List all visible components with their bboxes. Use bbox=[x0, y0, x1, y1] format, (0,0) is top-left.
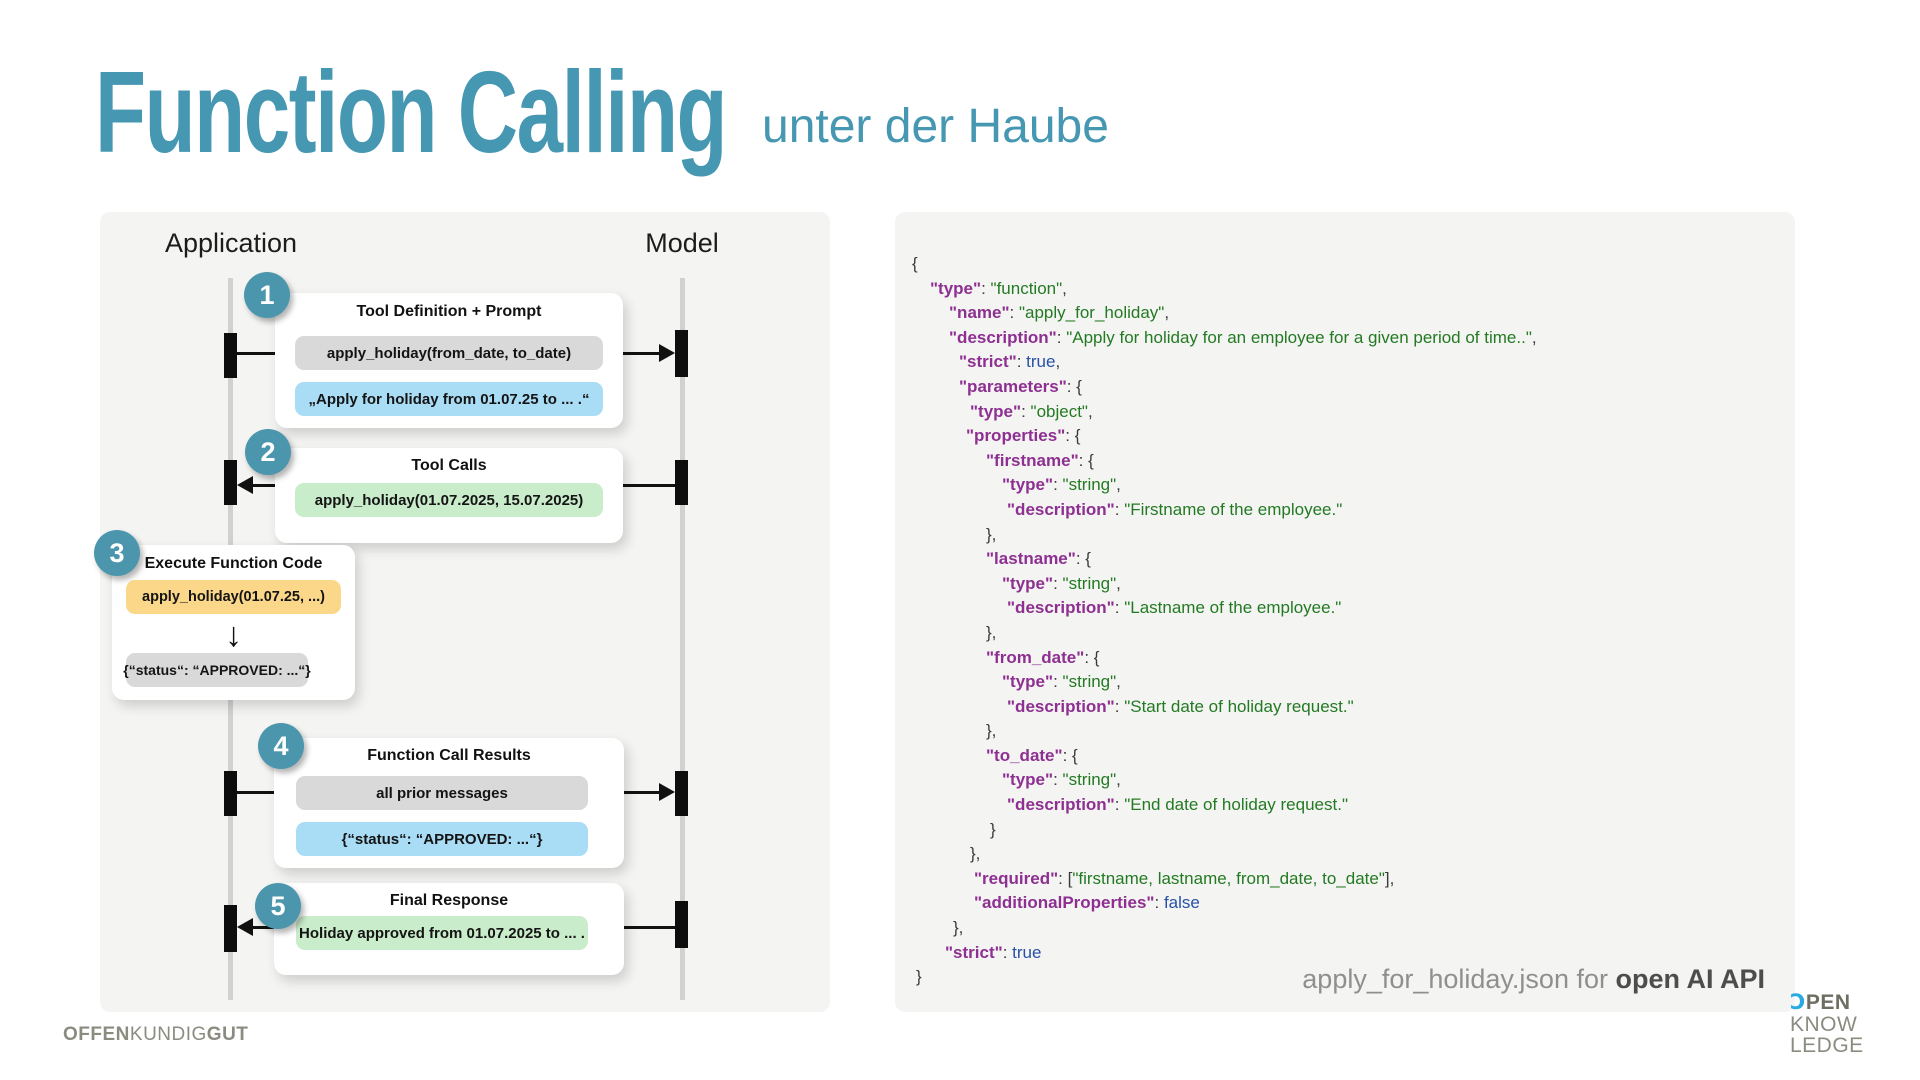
arrow-line-step1-left bbox=[237, 352, 275, 355]
step-3-result-box: {“status“: “APPROVED: ...“} bbox=[123, 653, 311, 687]
activation-bar-model-2 bbox=[675, 460, 688, 505]
code-line: "strict": true, bbox=[959, 352, 1061, 372]
arrow-line-step4-right bbox=[624, 791, 662, 794]
code-line: "parameters": { bbox=[959, 376, 1082, 396]
code-line: }, bbox=[953, 918, 964, 938]
code-line: "additionalProperties": false bbox=[974, 893, 1200, 913]
activation-bar-app-2 bbox=[224, 460, 237, 505]
step-1-title: Tool Definition + Prompt bbox=[356, 303, 542, 320]
arrow-line-step2-left bbox=[250, 484, 275, 487]
activation-bar-app-1 bbox=[224, 333, 237, 378]
code-line: "firstname": { bbox=[986, 450, 1094, 470]
code-caption-api: open AI API bbox=[1615, 964, 1765, 994]
code-line: "to_date": { bbox=[986, 745, 1078, 765]
code-line: "strict": true bbox=[945, 942, 1042, 962]
code-line: "type": "string", bbox=[1002, 770, 1121, 790]
code-line: }, bbox=[986, 721, 997, 741]
code-line: "description": "End date of holiday requ… bbox=[1007, 795, 1348, 815]
step-1-tool-box: apply_holiday(from_date, to_date) bbox=[295, 336, 603, 370]
arrow-left-icon-step2 bbox=[237, 476, 253, 494]
logo-pen: PEN bbox=[1805, 991, 1851, 1014]
activation-bar-model-4 bbox=[675, 771, 688, 816]
step-3-call-box: apply_holiday(01.07.25, ...) bbox=[126, 580, 341, 614]
code-line: }, bbox=[986, 524, 997, 544]
arrow-right-icon-step1 bbox=[659, 344, 675, 362]
page-title: Function Calling bbox=[95, 47, 728, 177]
step-4-status-box: {“status“: “APPROVED: ...“} bbox=[296, 822, 588, 856]
step-2-title: Tool Calls bbox=[411, 457, 487, 474]
code-caption-file: apply_for_holiday.json for bbox=[1302, 964, 1616, 994]
arrow-line-step2-right bbox=[623, 484, 675, 487]
logo-open-line: ƆPEN bbox=[1790, 990, 1864, 1014]
model-column-header: Model bbox=[645, 228, 719, 258]
code-line: "description": "Firstname of the employe… bbox=[1007, 499, 1343, 519]
step-2-toolcall-box: apply_holiday(01.07.2025, 15.07.2025) bbox=[295, 483, 603, 517]
step-card-4: Function Call Results all prior messages… bbox=[274, 738, 624, 868]
activation-bar-app-5 bbox=[224, 905, 237, 952]
application-column-header: Application bbox=[164, 228, 298, 258]
code-line: "from_date": { bbox=[986, 647, 1100, 667]
logo-left-part1: OFFEN bbox=[63, 1024, 130, 1045]
code-line: "description": "Lastname of the employee… bbox=[1007, 598, 1342, 618]
step-5-response-box: Holiday approved from 01.07.2025 to ... … bbox=[296, 916, 588, 950]
offenkundiggut-logo: OFFENKUNDIGGUT bbox=[63, 1024, 248, 1046]
logo-left-part2: KUNDIG bbox=[129, 1024, 207, 1045]
step-4-messages-box: all prior messages bbox=[296, 776, 588, 810]
code-line: "properties": { bbox=[966, 426, 1081, 446]
code-line: "required": ["firstname, lastname, from_… bbox=[974, 868, 1395, 888]
arrow-line-step1-right bbox=[623, 352, 662, 355]
step-badge-3: 3 bbox=[94, 530, 140, 576]
logo-o-icon: Ɔ bbox=[1790, 990, 1806, 1014]
arrow-line-step4-left bbox=[237, 791, 274, 794]
activation-bar-app-4 bbox=[224, 771, 237, 816]
step-badge-1: 1 bbox=[244, 272, 290, 318]
code-caption: apply_for_holiday.json for open AI API bbox=[1302, 964, 1765, 995]
step-card-5: Final Response Holiday approved from 01.… bbox=[274, 883, 624, 975]
code-line: "type": "object", bbox=[970, 401, 1093, 421]
json-code-panel bbox=[895, 212, 1795, 1012]
step-5-title: Final Response bbox=[389, 892, 509, 909]
step-badge-5: 5 bbox=[255, 883, 301, 929]
logo-know-line: KNOW bbox=[1790, 1012, 1858, 1036]
code-line: }, bbox=[986, 622, 997, 642]
code-line: "type": "string", bbox=[1002, 672, 1121, 692]
code-line: "description": "Apply for holiday for an… bbox=[949, 327, 1537, 347]
page-subtitle: unter der Haube bbox=[762, 100, 1109, 153]
code-line: { bbox=[912, 254, 918, 273]
code-block: { "type": "function", "name": "apply_for_h… bbox=[912, 252, 1772, 990]
code-line: "name": "apply_for_holiday", bbox=[949, 303, 1170, 323]
step-badge-4: 4 bbox=[258, 723, 304, 769]
step-card-1: Tool Definition + Prompt apply_holiday(f… bbox=[275, 293, 623, 428]
arrow-line-step5-right bbox=[624, 926, 675, 929]
code-line: "type": "function", bbox=[930, 278, 1067, 298]
step-1-prompt-box: „Apply for holiday from 01.07.25 to ... … bbox=[295, 382, 603, 416]
code-line: } bbox=[990, 819, 996, 839]
code-line: } bbox=[916, 967, 922, 987]
code-line: "description": "Start date of holiday re… bbox=[1007, 696, 1354, 716]
code-line: "type": "string", bbox=[1002, 475, 1121, 495]
step-card-2: Tool Calls apply_holiday(01.07.2025, 15.… bbox=[275, 448, 623, 543]
step-badge-2: 2 bbox=[245, 429, 291, 475]
openknowledge-logo: ƆPEN KNOW LEDGE bbox=[1790, 990, 1864, 1057]
step-card-3: Execute Function Code apply_holiday(01.0… bbox=[112, 545, 355, 700]
logo-left-part3: GUT bbox=[206, 1024, 249, 1045]
arrow-line-step5-left bbox=[250, 926, 274, 929]
step-3-title: Execute Function Code bbox=[144, 555, 323, 572]
code-line: "lastname": { bbox=[986, 549, 1091, 569]
arrow-right-icon-step4 bbox=[659, 783, 675, 801]
code-line: }, bbox=[970, 844, 981, 864]
activation-bar-model-5 bbox=[675, 901, 688, 948]
down-arrow-icon: ↓ bbox=[225, 616, 242, 654]
code-line: "type": "string", bbox=[1002, 573, 1121, 593]
model-lifeline bbox=[680, 278, 685, 1000]
activation-bar-model-1 bbox=[675, 330, 688, 377]
arrow-left-icon-step5 bbox=[237, 918, 253, 936]
logo-ledge-line: LEDGE bbox=[1790, 1034, 1864, 1057]
step-4-title: Function Call Results bbox=[367, 747, 531, 764]
